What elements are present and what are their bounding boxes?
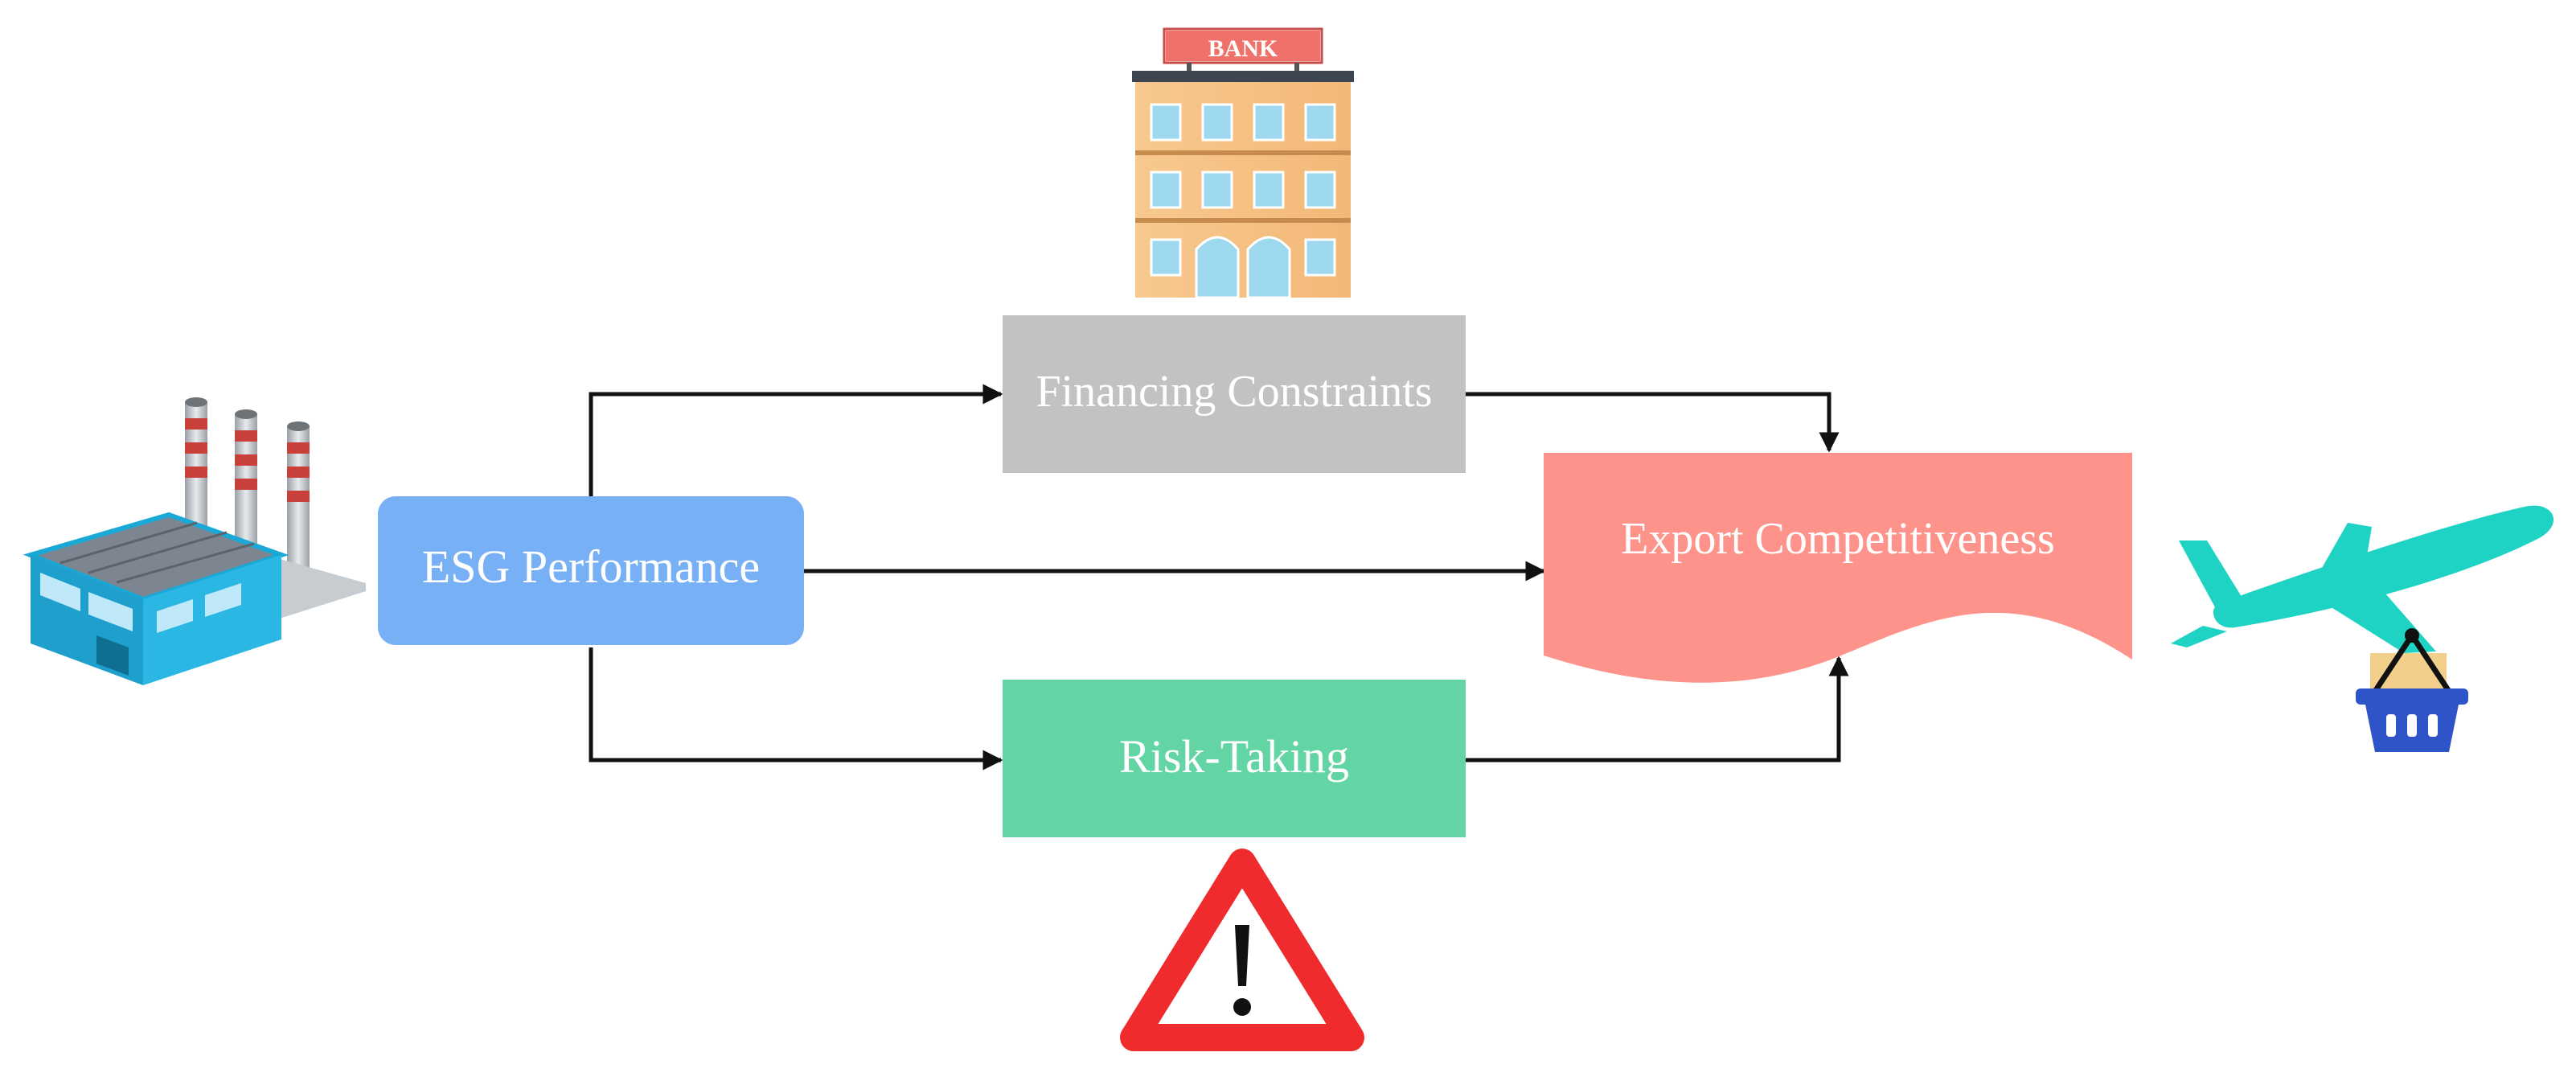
arrow-financing-to-export	[1466, 392, 1840, 453]
esg-label: ESG Performance	[422, 540, 760, 593]
arrow-esg-to-financing	[589, 384, 1003, 496]
factory-icon	[23, 397, 366, 685]
airplane-icon	[2171, 505, 2554, 653]
node-risk-taking: Risk-Taking	[1003, 680, 1466, 837]
basket-rim	[2356, 688, 2468, 705]
export-shape	[1544, 453, 2132, 683]
airplane-tail	[2179, 540, 2243, 607]
node-esg-performance: ESG Performance	[378, 496, 804, 645]
basket-icon	[2356, 628, 2468, 752]
factory-windows	[40, 573, 241, 633]
bank-sign-text: BANK	[1208, 35, 1278, 62]
warning-exclamation-bar	[1235, 925, 1249, 986]
export-label: Export Competitiveness	[1621, 514, 2055, 564]
arrow-esg-to-risk	[589, 647, 1003, 771]
financing-label: Financing Constraints	[1036, 367, 1432, 417]
node-export-competitiveness: Export Competitiveness	[1544, 453, 2132, 683]
financing-box	[1003, 315, 1466, 473]
risk-box	[1003, 680, 1466, 837]
node-financing-constraints: Financing Constraints	[1003, 315, 1466, 473]
airplane-wing-top	[2316, 523, 2372, 579]
warning-exclamation-dot	[1233, 998, 1251, 1016]
esg-box	[378, 496, 804, 645]
warning-icon	[1120, 849, 1364, 1051]
arrow-risk-to-export	[1466, 656, 1849, 762]
bank-windows	[1150, 103, 1336, 277]
bank-icon: BANK	[1132, 27, 1354, 299]
bank-door	[1195, 236, 1291, 299]
airplane-wing	[2299, 587, 2436, 653]
risk-label: Risk-Taking	[1119, 730, 1349, 783]
factory-side	[143, 555, 281, 685]
edges	[589, 384, 1849, 771]
airplane-fuselage	[2213, 505, 2554, 628]
